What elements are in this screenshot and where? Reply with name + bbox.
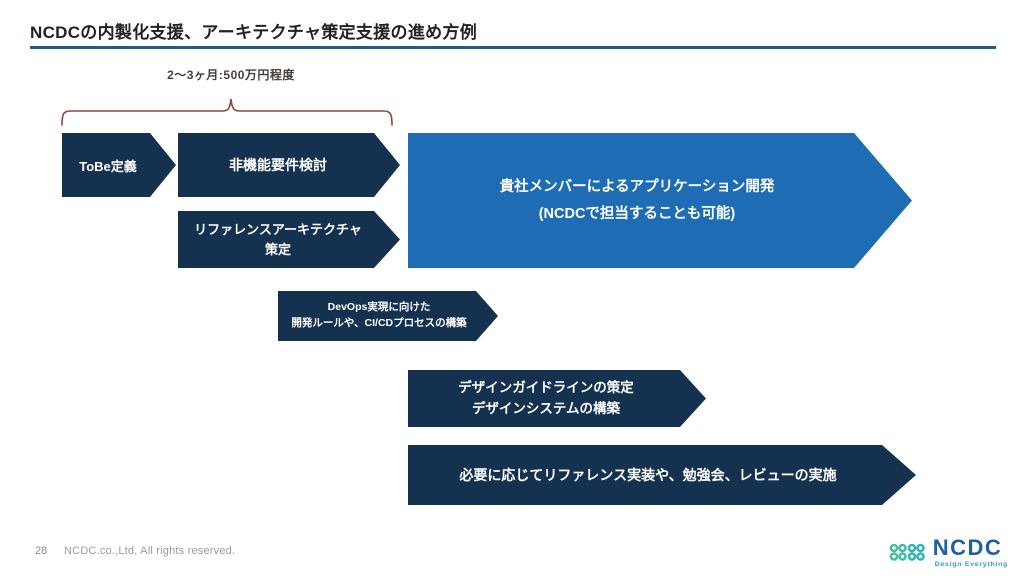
- duration-bracket-icon: [61, 98, 393, 126]
- process-arrow-application-development: 貴社メンバーによるアプリケーション開発 (NCDCで担当することも可能): [408, 133, 912, 268]
- arrow-label-line1: リファレンスアーキテクチャ: [194, 222, 362, 237]
- arrow-label: 非機能要件検討: [229, 157, 327, 173]
- ncdc-logo: NCDC Design Everything: [888, 537, 1008, 568]
- arrow-label-line1: DevOps実現に向けた: [327, 301, 431, 314]
- process-arrow-reference-architecture: リファレンスアーキテクチャ 策定: [178, 211, 400, 268]
- arrow-label-line2: 策定: [264, 241, 291, 257]
- page-number: 28: [35, 545, 48, 557]
- arrow-label-line2: 開発ルールや、CI/CDプロセスの構築: [291, 317, 467, 329]
- arrow-label-line2: デザインシステムの構築: [471, 400, 621, 416]
- logo-text-block: NCDC Design Everything: [932, 535, 1008, 569]
- process-arrow-devops: DevOps実現に向けた 開発ルールや、CI/CDプロセスの構築: [278, 291, 498, 341]
- title-underline: [30, 46, 996, 49]
- logo-wordmark: NCDC: [932, 535, 1003, 560]
- process-arrow-reference-implementation: 必要に応じてリファレンス実装や、勉強会、レビューの実施: [408, 445, 916, 505]
- arrow-label: ToBe定義: [79, 158, 137, 174]
- copyright-text: NCDC.co.,Ltd, All rights reserved.: [64, 545, 236, 557]
- logo-tagline: Design Everything: [934, 561, 1008, 568]
- process-arrow-design-system: デザインガイドラインの策定 デザインシステムの構築: [408, 370, 706, 427]
- arrow-label-line1: 貴社メンバーによるアプリケーション開発: [499, 179, 775, 196]
- ncdc-logo-mark-icon: [889, 543, 925, 561]
- arrow-label-line1: デザインガイドラインの策定: [458, 379, 634, 395]
- arrow-label-line2: (NCDCで担当することも可能): [538, 205, 736, 222]
- arrow-label: 必要に応じてリファレンス実装や、勉強会、レビューの実施: [459, 467, 837, 483]
- page-title: NCDCの内製化支援、アーキテクチャ策定支援の進め方例: [30, 23, 478, 42]
- process-arrow-non-functional-requirements: 非機能要件検討: [178, 133, 400, 197]
- process-arrow-tobe-definition: ToBe定義: [62, 133, 176, 197]
- duration-cost-label: 2〜3ヶ月:500万円程度: [167, 68, 295, 82]
